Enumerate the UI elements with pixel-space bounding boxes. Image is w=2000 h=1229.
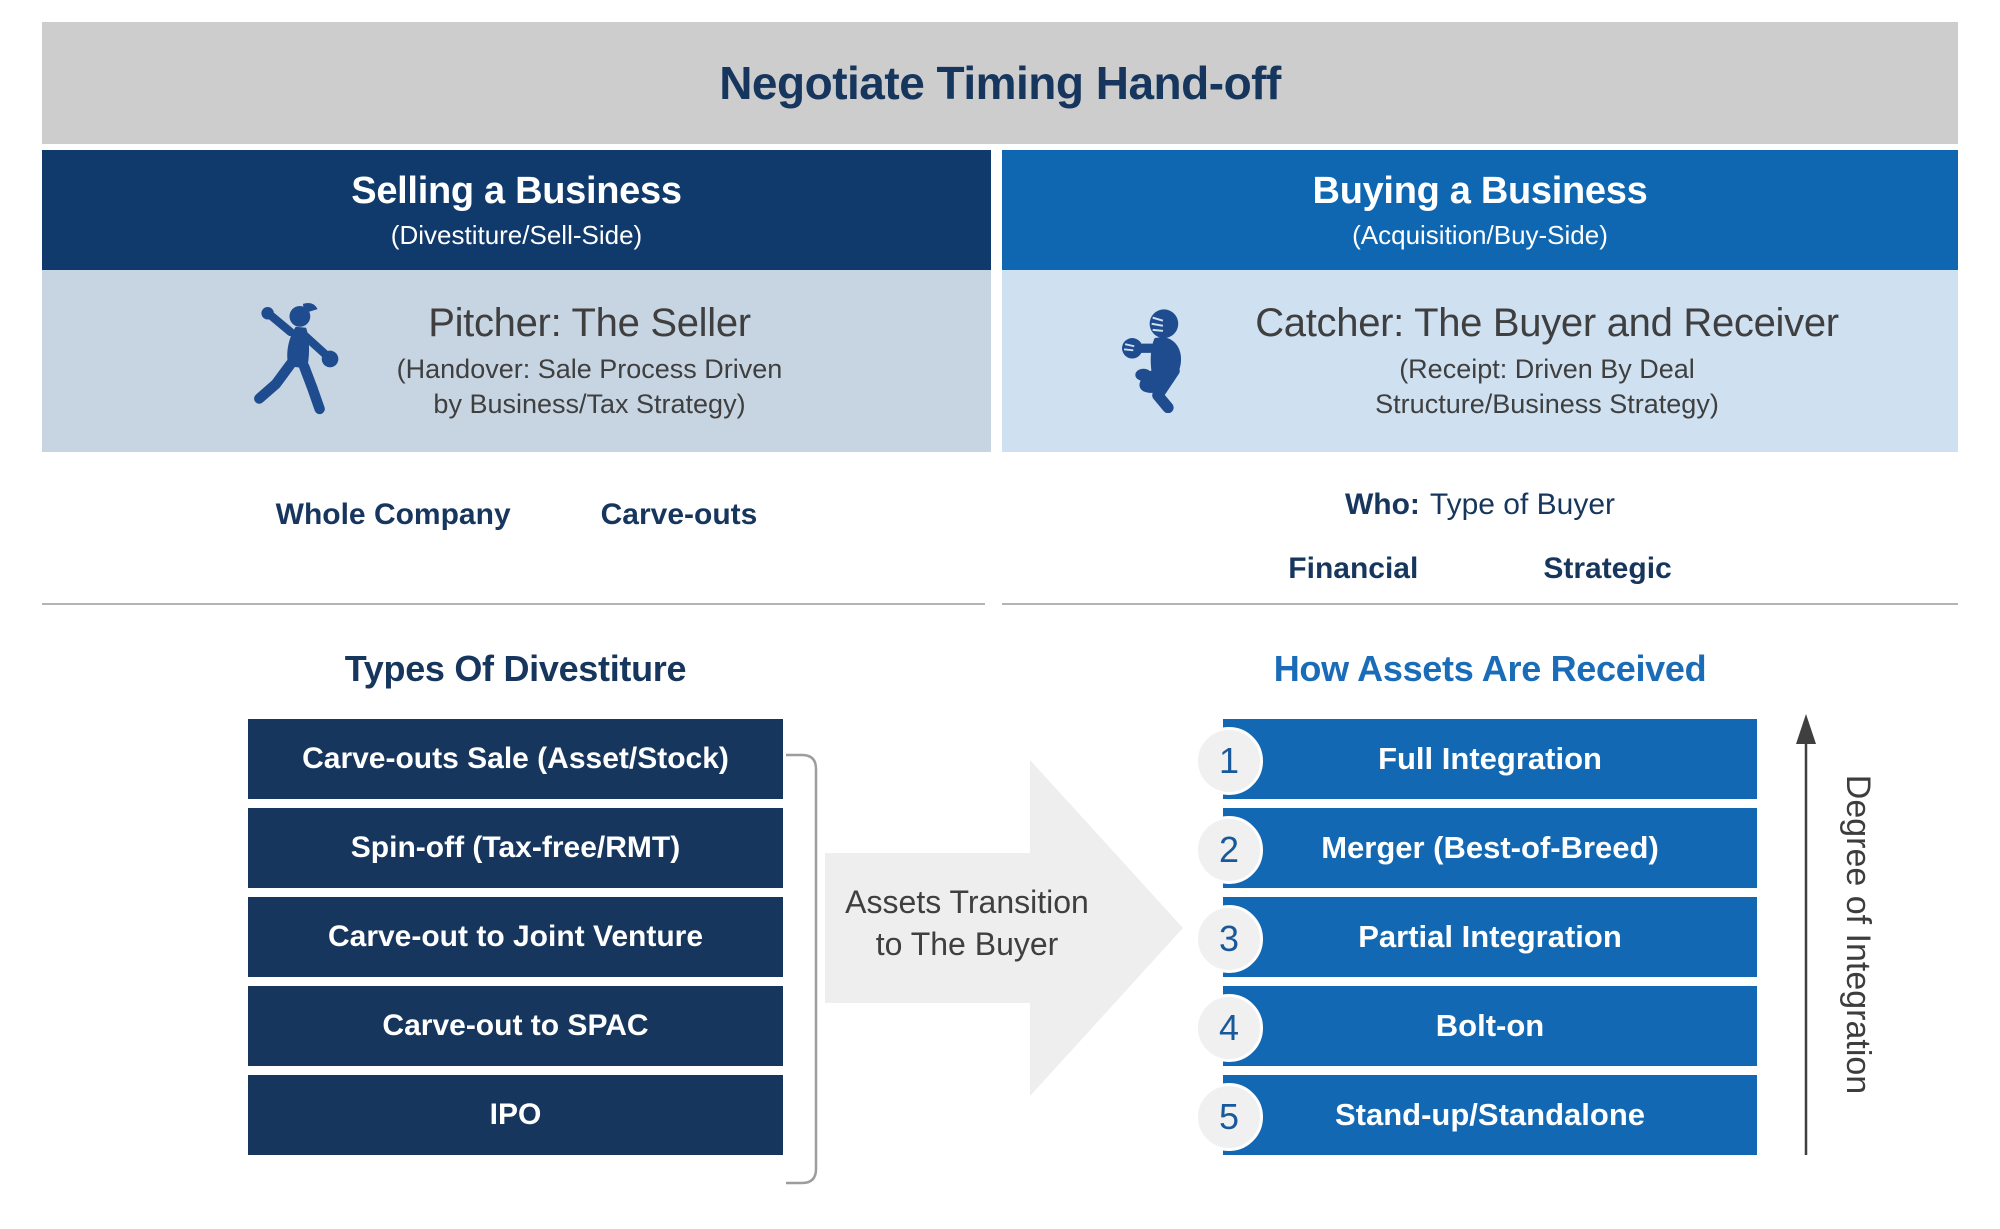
seller-role-title: Pitcher: The Seller (428, 300, 751, 345)
how-assets-received-heading: How Assets Are Received (1273, 648, 1707, 689)
buyer-role-text: Catcher: The Buyer and Receiver (Receipt… (1255, 301, 1839, 421)
received-bar-2: Merger (Best-of-Breed) (1223, 808, 1757, 888)
right-divider-line (1002, 603, 1958, 605)
received-bar-3: Partial Integration (1223, 897, 1757, 977)
divestiture-bar-5-label: IPO (489, 1098, 542, 1131)
selling-header-subtitle: (Divestiture/Sell-Side) (390, 219, 643, 250)
seller-role-text: Pitcher: The Seller (Handover: Sale Proc… (397, 301, 783, 421)
buyer-who-row: Who: Type of Buyer (1002, 488, 1958, 522)
assets-transition-text: Assets Transition to The Buyer (832, 882, 1102, 965)
buyer-types-row: Financial Strategic (1002, 552, 1958, 586)
degree-of-integration-label-wrap: Degree of Integration (1826, 712, 1890, 1157)
divestiture-bar-5: IPO (248, 1075, 783, 1155)
selling-header: Selling a Business (Divestiture/Sell-Sid… (42, 150, 991, 270)
scope-carve-outs-label: Carve-outs (600, 498, 758, 531)
received-bar-4-label: Bolt-on (1435, 1008, 1545, 1043)
divestiture-bar-3: Carve-out to Joint Venture (248, 897, 783, 977)
divestiture-bar-2: Spin-off (Tax-free/RMT) (248, 808, 783, 888)
divestiture-group-bracket (786, 753, 818, 1185)
divestiture-bar-1-label: Carve-outs Sale (Asset/Stock) (302, 742, 729, 775)
buying-header-title: Buying a Business (1312, 169, 1648, 212)
buyer-role-title: Catcher: The Buyer and Receiver (1255, 300, 1839, 345)
received-step-4-circle: 4 (1195, 994, 1263, 1062)
assets-transition-arrow (825, 760, 1183, 1096)
degree-of-integration-arrow (1796, 714, 1816, 1155)
degree-of-integration-label: Degree of Integration (1839, 774, 1878, 1095)
buyer-type-strategic-label: Strategic (1543, 552, 1672, 585)
divestiture-bar-2-label: Spin-off (Tax-free/RMT) (350, 831, 681, 864)
buyer-role-subtitle-line2: Structure/Business Strategy) (1375, 388, 1719, 419)
who-label: Who: (1344, 488, 1420, 521)
received-bar-3-label: Partial Integration (1358, 919, 1622, 954)
received-step-2-circle: 2 (1195, 816, 1263, 884)
received-step-1-circle: 1 (1195, 727, 1263, 795)
buyer-role-subtitle-line1: (Receipt: Driven By Deal (1399, 353, 1695, 384)
selling-header-title: Selling a Business (351, 169, 682, 212)
received-step-4-number: 4 (1218, 1007, 1240, 1048)
received-step-1-number: 1 (1218, 740, 1240, 781)
divestiture-bar-4-label: Carve-out to SPAC (382, 1009, 649, 1042)
received-step-5-number: 5 (1218, 1096, 1240, 1137)
received-bar-5-label: Stand-up/Standalone (1335, 1097, 1645, 1132)
title-band: Negotiate Timing Hand-off (42, 22, 1958, 144)
received-bar-2-label: Merger (Best-of-Breed) (1321, 830, 1659, 865)
divestiture-scope-row: Whole Company Carve-outs (42, 498, 991, 532)
divestiture-bar-4: Carve-out to SPAC (248, 986, 783, 1066)
who-text: Type of Buyer (1429, 488, 1616, 521)
buyer-role-subtitle: (Receipt: Driven By Deal Structure/Busin… (1255, 352, 1839, 421)
page-title: Negotiate Timing Hand-off (719, 57, 1281, 109)
received-step-5-circle: 5 (1195, 1083, 1263, 1151)
seller-role-subtitle-line2: by Business/Tax Strategy) (433, 388, 746, 419)
received-bar-1: Full Integration (1223, 719, 1757, 799)
seller-role-subtitle: (Handover: Sale Process Driven by Busine… (397, 352, 783, 421)
received-step-3-number: 3 (1218, 918, 1240, 959)
received-bar-1-label: Full Integration (1378, 741, 1602, 776)
assets-transition-text-line1: Assets Transition (845, 884, 1089, 920)
received-bar-4: Bolt-on (1223, 986, 1757, 1066)
buyer-role-band: Catcher: The Buyer and Receiver (Receipt… (1002, 270, 1958, 452)
types-of-divestiture-heading: Types Of Divestiture (344, 648, 687, 689)
divestiture-bar-3-label: Carve-out to Joint Venture (327, 920, 704, 953)
divestiture-bar-1: Carve-outs Sale (Asset/Stock) (248, 719, 783, 799)
left-divider-line (42, 603, 985, 605)
catcher-icon (1121, 305, 1213, 418)
received-bar-5: Stand-up/Standalone (1223, 1075, 1757, 1155)
seller-role-subtitle-line1: (Handover: Sale Process Driven (396, 353, 783, 384)
seller-role-band: Pitcher: The Seller (Handover: Sale Proc… (42, 270, 991, 452)
buying-header: Buying a Business (Acquisition/Buy-Side) (1002, 150, 1958, 270)
received-step-3-circle: 3 (1195, 905, 1263, 973)
pitcher-icon (251, 299, 355, 424)
buyer-type-financial-label: Financial (1288, 552, 1419, 585)
buying-header-subtitle: (Acquisition/Buy-Side) (1352, 219, 1608, 250)
received-step-2-number: 2 (1218, 829, 1240, 870)
assets-transition-text-line2: to The Buyer (875, 925, 1059, 962)
scope-whole-company-label: Whole Company (275, 498, 511, 531)
